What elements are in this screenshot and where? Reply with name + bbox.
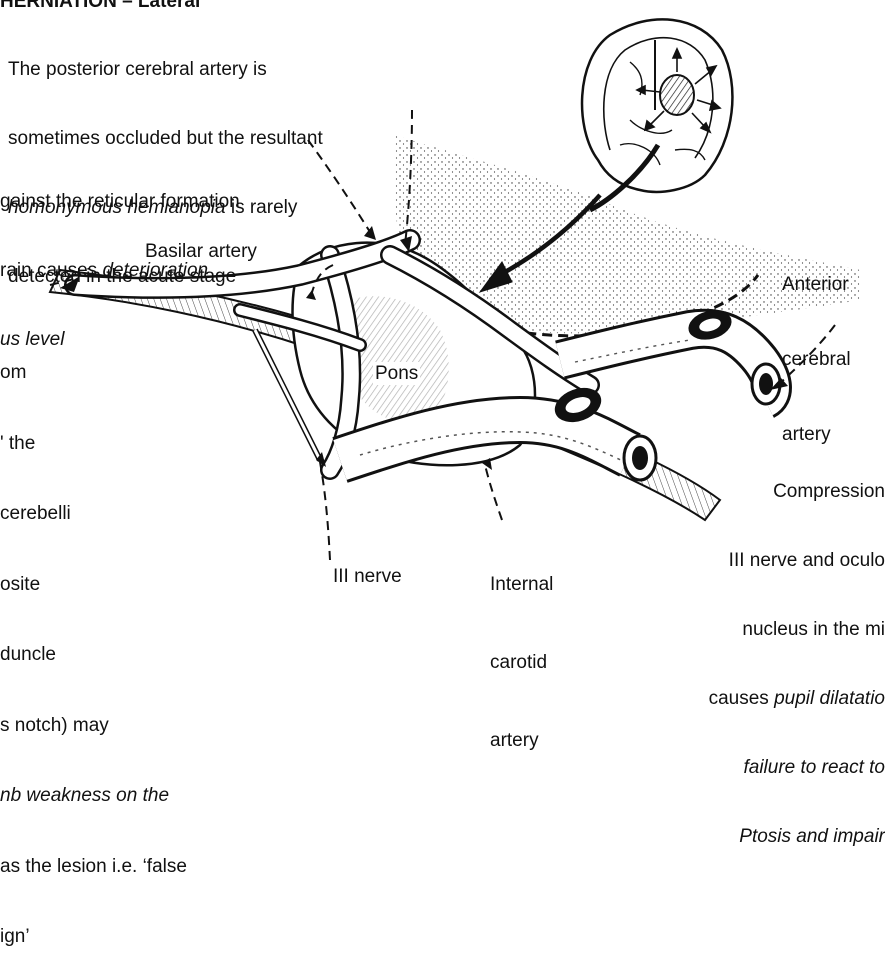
note-line: osite xyxy=(0,573,187,597)
note-line: ign’ xyxy=(0,925,187,949)
label-line: artery xyxy=(490,728,553,754)
note-line: gainst the reticular formation xyxy=(0,190,240,213)
anterior-cerebral-artery-label: Anterior cerebral artery xyxy=(782,222,851,472)
note-line: cerebelli xyxy=(0,502,187,526)
compression-note: Compression III nerve and oculo nucleus … xyxy=(624,434,885,871)
peduncle-note: om ' the cerebelli osite duncle s notch)… xyxy=(0,314,187,972)
note-text: rain causes xyxy=(0,260,102,281)
pons-label: Pons xyxy=(373,362,420,385)
herniating-mass xyxy=(660,75,694,115)
iii-nerve-label: III nerve xyxy=(333,565,402,588)
note-line: causes pupil dilatatio xyxy=(624,687,885,710)
internal-carotid-artery-label: Internal carotid artery xyxy=(490,520,553,780)
note-line: s notch) may xyxy=(0,714,187,738)
label-line: cerebral xyxy=(782,347,851,372)
note-line: Compression xyxy=(624,480,885,503)
note-line: as the lesion i.e. ‘false xyxy=(0,855,187,879)
label-line: artery xyxy=(782,422,851,447)
note-line: nucleus in the mi xyxy=(624,618,885,641)
note-line: failure to react to xyxy=(624,756,885,779)
label-line: carotid xyxy=(490,650,553,676)
label-line: Anterior xyxy=(782,272,851,297)
label-line: Internal xyxy=(490,572,553,598)
note-line: om xyxy=(0,361,187,385)
skull-inset xyxy=(582,19,732,192)
note-line: duncle xyxy=(0,643,187,667)
basilar-artery-label: Basilar artery xyxy=(145,240,257,263)
note-line: nb weakness on the xyxy=(0,784,187,808)
note-line: Ptosis and impair xyxy=(624,825,885,848)
note-text: causes xyxy=(709,688,774,709)
note-line: ' the xyxy=(0,432,187,456)
note-line: III nerve and oculo xyxy=(624,549,885,572)
note-line: The posterior cerebral artery is xyxy=(8,58,323,81)
note-emphasis: deterioration xyxy=(102,260,208,281)
note-emphasis: pupil dilatatio xyxy=(774,688,885,709)
